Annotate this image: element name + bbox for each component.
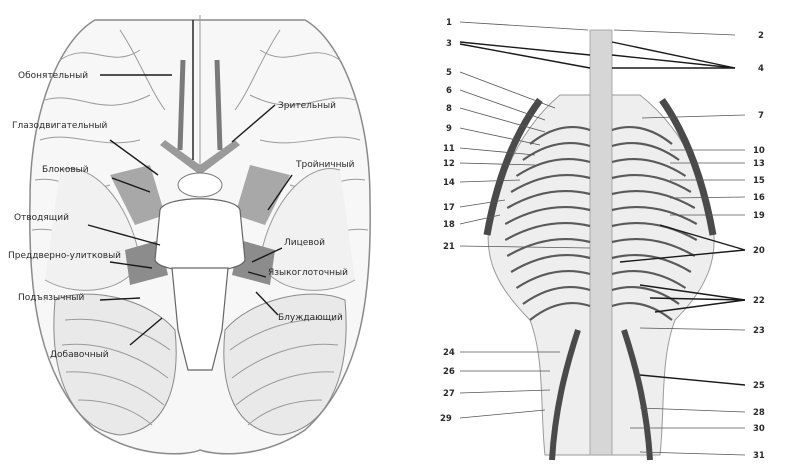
label-optic: Зрительный [278,101,336,111]
label-glossopharyngeal: Языкоглоточный [268,268,348,278]
right-labels-right: 2 4 7 10 13 15 16 19 20 22 23 25 28 30 3… [753,31,765,461]
num-label-30: 30 [753,424,765,434]
num-label-1: 1 [446,18,452,28]
num-label-24: 24 [443,348,455,358]
right-labels-left: 1 3 5 6 8 9 11 12 14 17 18 21 24 26 27 2… [440,18,455,424]
label-vestibulocochlear: Преддверно-улитковый [8,251,121,261]
num-label-28: 28 [753,408,765,418]
num-label-2: 2 [758,31,764,41]
num-label-14: 14 [443,178,455,188]
num-label-31: 31 [753,451,765,461]
label-trigeminal: Тройничный [295,160,355,170]
num-label-17: 17 [443,203,455,213]
num-label-3: 3 [446,39,452,49]
num-label-25: 25 [753,381,765,391]
label-facial: Лицевой [284,238,325,248]
label-abducens: Отводящий [14,213,69,223]
num-label-7: 7 [758,111,764,121]
num-label-20: 20 [753,246,765,256]
num-label-22: 22 [753,296,765,306]
spinal-nerves-illustration [487,30,714,460]
num-label-6: 6 [446,86,452,96]
label-accessory: Добавочный [50,350,109,360]
label-olfactory: Обонятельный [18,71,88,81]
num-label-19: 19 [753,211,765,221]
num-label-11: 11 [443,144,455,154]
label-vagus: Блуждающий [278,313,343,323]
num-label-26: 26 [443,367,455,377]
num-label-4: 4 [758,64,764,74]
num-label-5: 5 [446,68,452,78]
num-label-10: 10 [753,146,765,156]
num-label-23: 23 [753,326,765,336]
num-label-16: 16 [753,193,765,203]
num-label-27: 27 [443,389,455,399]
num-label-9: 9 [446,124,452,134]
num-label-13: 13 [753,159,765,169]
num-label-29: 29 [440,414,452,424]
label-hypoglossal: Подъязычный [18,293,84,303]
num-label-12: 12 [443,159,455,169]
num-label-18: 18 [443,220,455,230]
num-label-8: 8 [446,104,452,114]
label-trochlear: Блоковый [42,165,89,175]
num-label-15: 15 [753,176,765,186]
num-label-21: 21 [443,242,455,252]
label-oculomotor: Глазодвигательный [12,121,107,131]
